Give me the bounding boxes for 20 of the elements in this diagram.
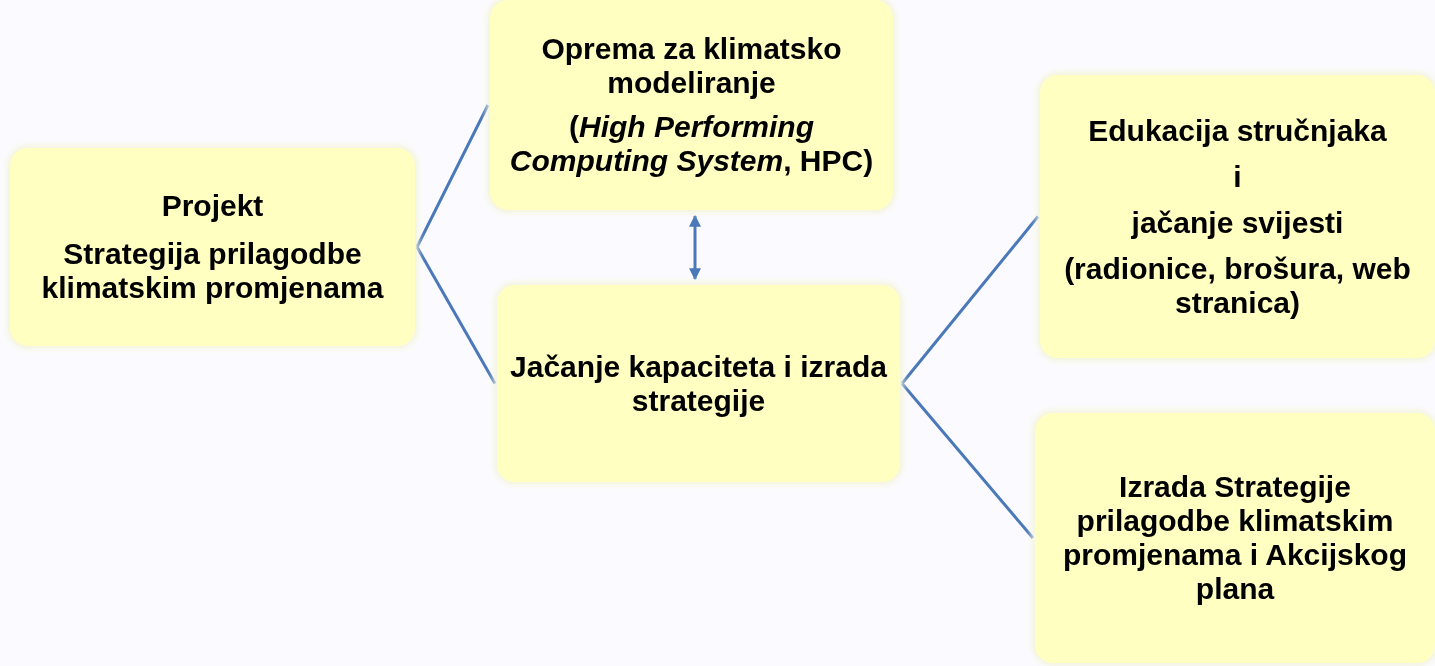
node-text: Strategija prilagodbe klimatskim promjenama	[40, 237, 385, 305]
connector-line	[900, 382, 1035, 539]
strategy-box	[1035, 413, 1435, 663]
node-text: jačanje svijesti	[1131, 205, 1344, 240]
node-text: Oprema za klimatsko modeliranje	[540, 32, 843, 100]
project-box	[10, 148, 415, 346]
capacity-box	[497, 285, 900, 482]
node-text: (High Performing Computing System, HPC)	[508, 110, 875, 178]
node-text: Edukacija stručnjaka	[1088, 113, 1387, 148]
node-text: Projekt	[161, 189, 264, 223]
equipment-box	[490, 0, 893, 210]
node-text: (radionice, brošura, web stranica)	[1063, 251, 1412, 320]
node-text: Jačanje kapaciteta i izrada strategije	[509, 349, 888, 418]
connector-line	[415, 104, 490, 248]
connector-line	[415, 246, 497, 385]
node-text: i	[1233, 159, 1242, 194]
connector-line	[900, 215, 1040, 385]
arrow	[689, 214, 701, 281]
node-text: Izrada Strategije prilagodbe klimatskim promjenama i Akcijskog plana	[1062, 470, 1408, 606]
education-box	[1040, 75, 1435, 358]
